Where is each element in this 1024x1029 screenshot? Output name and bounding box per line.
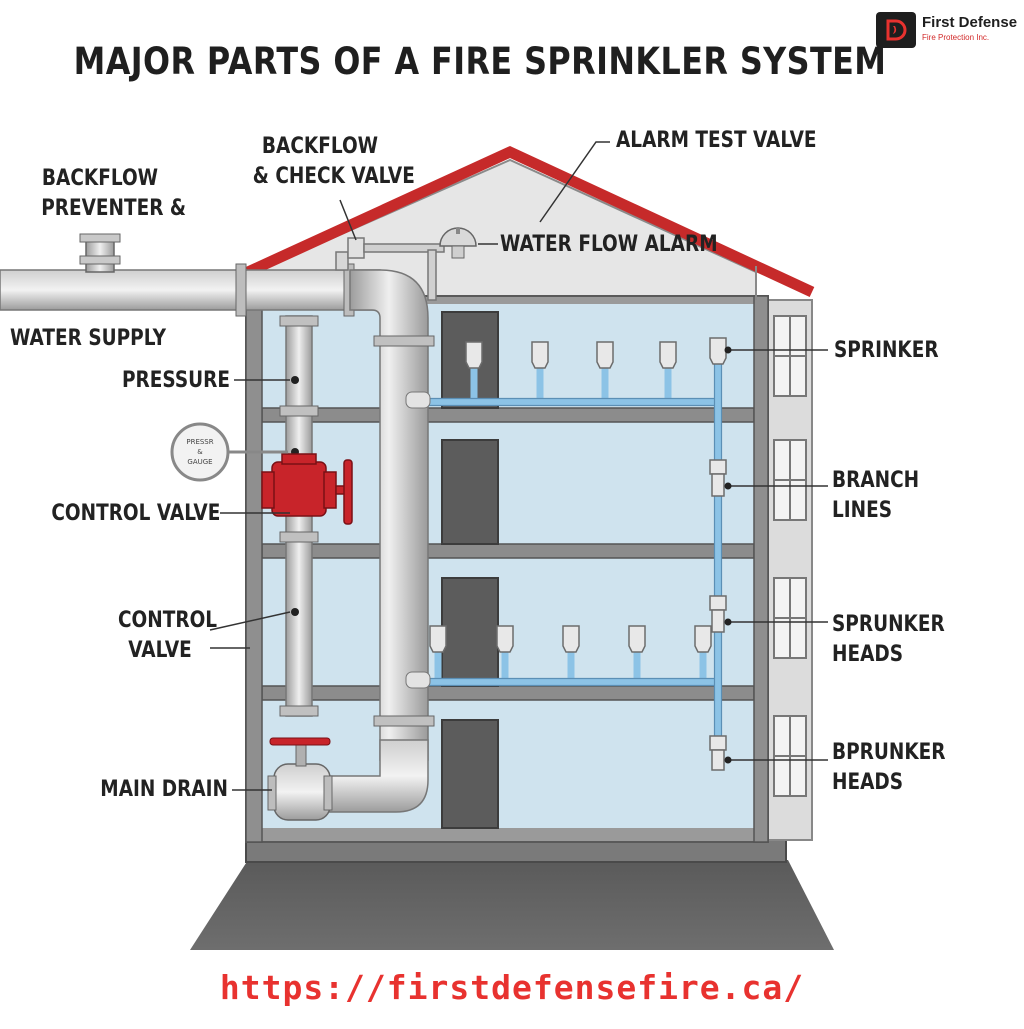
floor-slab bbox=[261, 685, 755, 701]
floor-slab bbox=[261, 407, 755, 423]
brand-logo-block[interactable]: First Defense Fire Protection Inc. bbox=[876, 12, 1018, 52]
leader-lines bbox=[209, 141, 828, 791]
label-water-flow-alarm: WATER FLOW ALARM bbox=[500, 232, 718, 257]
svg-text:PRESSR: PRESSR bbox=[186, 438, 213, 446]
label-water-supply: WATER SUPPLY bbox=[10, 326, 167, 351]
main-drain-valve bbox=[267, 737, 333, 821]
ground-foundation bbox=[190, 860, 834, 950]
interior bbox=[262, 304, 754, 828]
label-backflow-preventer: BACKFLOW PREVENTER & bbox=[41, 166, 187, 221]
brand-name: First Defense bbox=[922, 14, 1018, 31]
water-flow-alarm bbox=[439, 227, 477, 259]
door bbox=[441, 719, 499, 829]
label-main-drain: MAIN DRAIN bbox=[100, 777, 228, 802]
label-control-valve-2: CONTROL VALVE bbox=[118, 608, 218, 663]
water-supply-pipe bbox=[0, 269, 381, 311]
label-backflow-check-valve: BACKFLOW & CHECK VALVE bbox=[252, 134, 415, 189]
page-title: MAJOR PARTS OF A FIRE SPRINKLER SYSTEM bbox=[73, 40, 887, 83]
windows bbox=[773, 315, 807, 797]
label-sprinker: SPRINKER bbox=[834, 338, 939, 363]
sprinkler-heads bbox=[429, 337, 727, 771]
label-alarm-test-valve: ALARM TEST VALVE bbox=[616, 128, 817, 153]
backflow-preventer bbox=[85, 237, 115, 273]
label-branch-lines: BRANCH LINES bbox=[832, 468, 920, 523]
label-pressure: PRESSURE bbox=[121, 368, 230, 393]
check-valve-assembly bbox=[335, 237, 445, 301]
pressure-gauge: PRESSR & GAUGE bbox=[170, 422, 288, 482]
svg-text:GAUGE: GAUGE bbox=[187, 458, 212, 466]
door bbox=[441, 577, 499, 687]
svg-text:&: & bbox=[197, 448, 203, 456]
website-url-link[interactable]: https://firstdefensefire.ca/ bbox=[219, 968, 805, 1007]
brand-tagline: Fire Protection Inc. bbox=[922, 33, 990, 42]
floor-slab bbox=[261, 543, 755, 559]
branch-line-outline bbox=[420, 350, 723, 770]
branch-lines bbox=[420, 350, 722, 770]
control-valve-red bbox=[261, 453, 353, 525]
door bbox=[441, 439, 499, 545]
label-bprunker-heads: BPRUNKER HEADS bbox=[832, 740, 946, 795]
label-sprunker-heads: SPRUNKER HEADS bbox=[832, 612, 945, 667]
roof bbox=[245, 145, 815, 297]
flame-d-icon bbox=[886, 19, 907, 41]
brand-logo bbox=[876, 12, 916, 48]
label-control-valve: CONTROL VALVE bbox=[51, 501, 221, 526]
